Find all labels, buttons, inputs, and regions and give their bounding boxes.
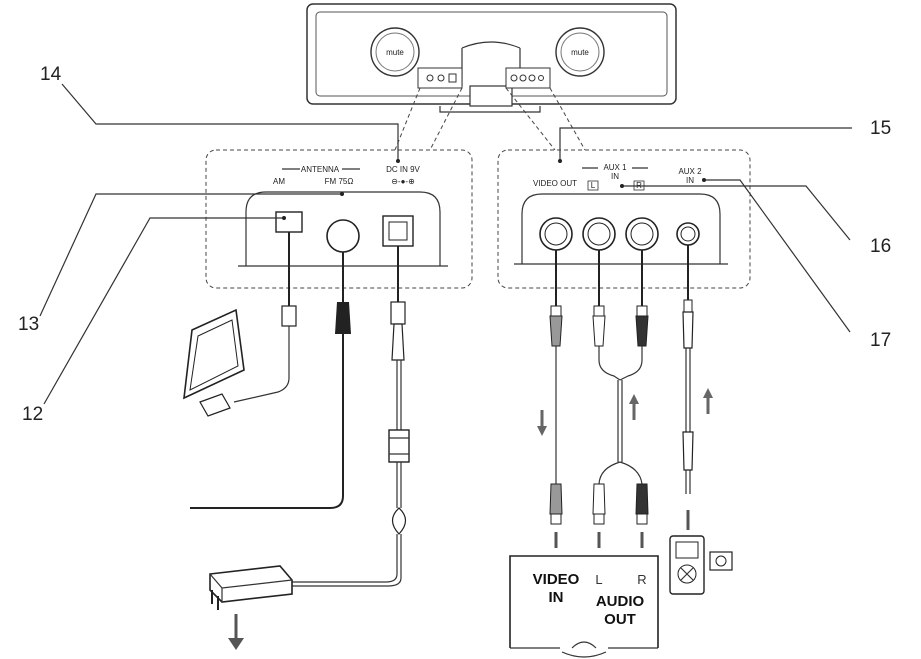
ferrite-core-icon [388, 429, 410, 463]
callout-13: 13 [18, 314, 39, 335]
am-label: AM [273, 177, 285, 186]
tv-r-label: R [637, 572, 646, 587]
fm-label: FM 75Ω [325, 177, 354, 186]
power-adapter-icon [209, 565, 293, 603]
television: VIDEO IN L R AUDIO OUT [509, 555, 659, 658]
tv-video-in-label-1: VIDEO [533, 571, 580, 588]
callout-16: 16 [870, 236, 891, 257]
aux1-in-label: IN [611, 172, 619, 181]
arrow-up-icon [629, 394, 639, 404]
tv-video-in-label-2: IN [549, 589, 564, 606]
fm-jack-icon [326, 219, 360, 253]
right-panel: VIDEO OUT AUX 1 IN L R AUX 2 IN [497, 149, 751, 289]
mute-label-right: mute [571, 48, 589, 57]
video-out-label: VIDEO OUT [533, 179, 577, 188]
dc-jack-icon [382, 215, 414, 247]
callout-15: 15 [870, 118, 891, 139]
aux2-in-label: IN [686, 176, 694, 185]
arrow-up-icon [703, 388, 713, 398]
fm-wire-antenna [190, 252, 351, 509]
tv-l-label: L [595, 572, 602, 587]
dc-in-label: DC IN 9V [386, 165, 420, 174]
arrow-down-icon [537, 426, 547, 436]
tv-audio-out-label-2: OUT [604, 611, 636, 628]
callouts: 14 13 12 15 16 17 [18, 64, 891, 425]
rca-video-cable [537, 250, 563, 548]
aux-3-5mm-cable [669, 245, 733, 595]
am-plug-icon [281, 305, 297, 327]
arrow-down-icon [228, 638, 244, 650]
dc-polarity-symbol: ⊖-●-⊕ [391, 177, 415, 186]
callout-12: 12 [22, 404, 43, 425]
aux2-label: AUX 2 [678, 167, 702, 176]
tv-audio-out-label-1: AUDIO [596, 593, 645, 610]
antenna-label: ANTENNA [301, 165, 340, 174]
rca-audio-cable [592, 250, 649, 548]
callout-14: 14 [40, 64, 62, 85]
am-loop-antenna [183, 232, 297, 417]
aux1-l-label: L [591, 181, 596, 190]
am-jack-icon [275, 211, 303, 233]
aux2-jack-icon [676, 222, 700, 246]
callout-17: 17 [870, 330, 891, 351]
left-panel: ANTENNA AM FM 75Ω DC IN 9V ⊖-●-⊕ [205, 149, 473, 289]
dc-power-cable [209, 246, 410, 650]
aux1-label: AUX 1 [603, 163, 627, 172]
mute-label-left: mute [386, 48, 404, 57]
player-dock-icon [709, 551, 733, 571]
unit-rear: mute mute [306, 3, 677, 113]
zoom-lines [394, 87, 586, 151]
